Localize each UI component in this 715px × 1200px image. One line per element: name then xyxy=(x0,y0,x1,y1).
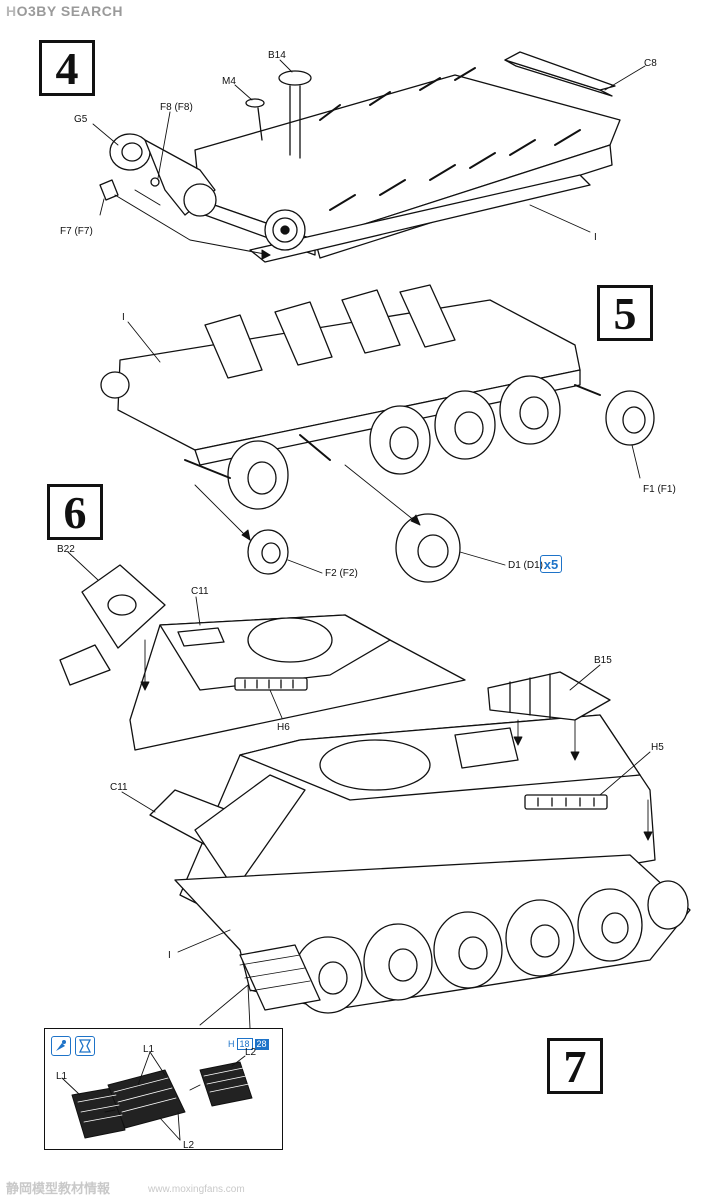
step7-full-hull xyxy=(121,664,691,1029)
part-label-b22: B22 xyxy=(57,544,75,555)
step5-running-gear xyxy=(100,284,655,583)
part-label-l2-right: L2 xyxy=(245,1047,257,1058)
part-label-f8: F8 (F8) xyxy=(160,102,193,113)
part-label-h6: H6 xyxy=(277,722,290,733)
part-label-d1: D1 (D1) xyxy=(508,560,544,571)
part-label-i-step5: I xyxy=(122,312,125,323)
paint-code-18: 18 xyxy=(236,1038,253,1050)
part-label-c11-top: C11 xyxy=(191,586,209,597)
part-label-m4: M4 xyxy=(222,76,236,87)
part-label-h5: H5 xyxy=(651,742,664,753)
part-label-c11-hull: C11 xyxy=(110,782,128,793)
glue-icon xyxy=(51,1036,71,1056)
part-label-i-step4: I xyxy=(594,232,597,243)
part-label-c8: C8 xyxy=(644,58,657,69)
step-number-5: 5 xyxy=(597,285,653,341)
quantity-badge: x5 xyxy=(540,555,562,573)
track-detail-inset: H 18 28 xyxy=(44,1028,283,1150)
moxingfans-watermark: 静岡模型教材情報 xyxy=(6,1181,111,1196)
part-label-b15: B15 xyxy=(594,655,612,666)
part-label-l2-bottom: L2 xyxy=(183,1140,195,1151)
step4-lower-hull xyxy=(92,51,646,263)
part-label-l1-top: L1 xyxy=(143,1044,155,1055)
part-label-g5: G5 xyxy=(74,114,88,125)
hobbysearch-watermark: HO3BY SEARCH xyxy=(6,3,124,19)
part-label-f2: F2 (F2) xyxy=(325,568,358,579)
part-label-i-step7: I xyxy=(168,950,171,961)
part-label-f1: F1 (F1) xyxy=(643,484,676,495)
paint-prefix: H xyxy=(228,1039,235,1049)
track-links-detail xyxy=(61,1051,253,1141)
step6-upper-hull xyxy=(59,551,466,751)
moxingfans-url: www.moxingfans.com xyxy=(148,1184,245,1195)
part-label-b14: B14 xyxy=(268,50,286,61)
paint-code-28: 28 xyxy=(254,1038,269,1050)
file-icon xyxy=(75,1036,95,1056)
paint-code: H 18 28 xyxy=(228,1038,269,1050)
step-number-7: 7 xyxy=(547,1038,603,1094)
part-label-l1-left: L1 xyxy=(56,1071,68,1082)
step-number-4: 4 xyxy=(39,40,95,96)
part-label-f7: F7 (F7) xyxy=(60,226,93,237)
step-number-6: 6 xyxy=(47,484,103,540)
